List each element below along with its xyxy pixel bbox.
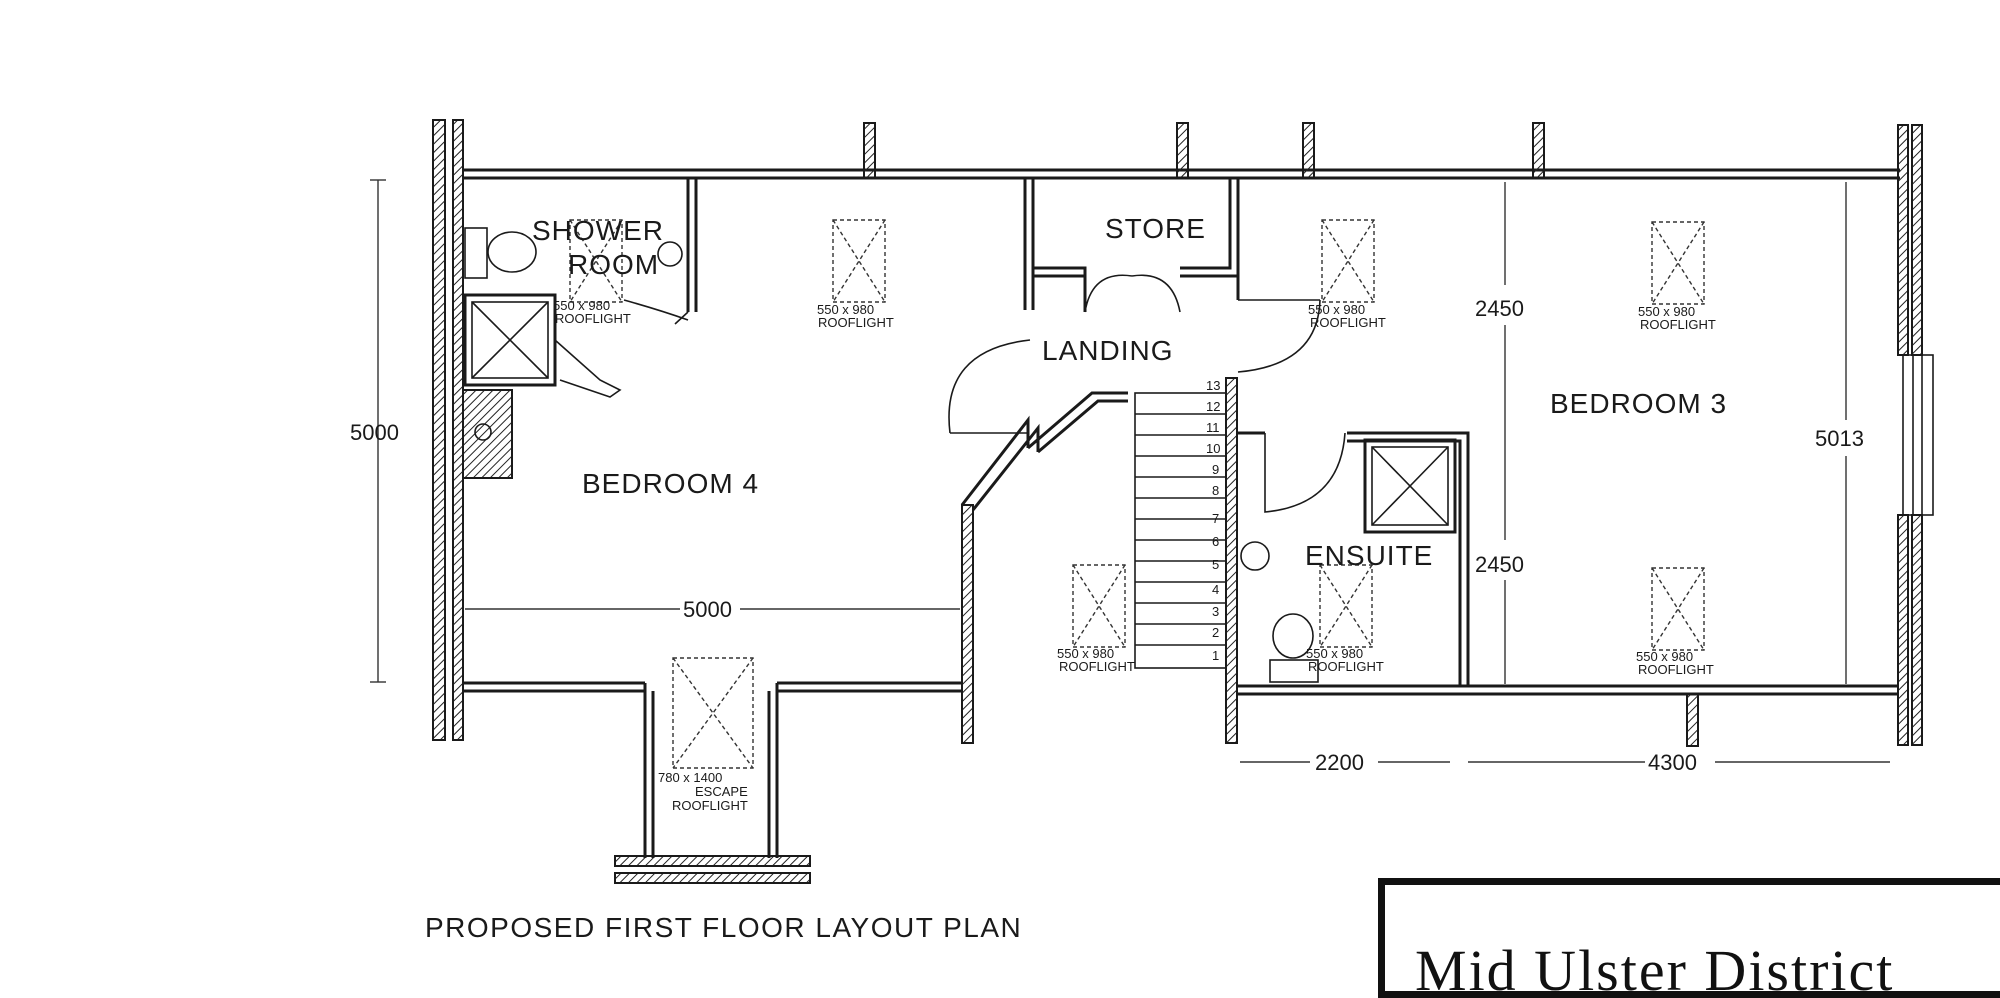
rooflight-ensuite: 550 x 980 ROOFLIGHT [1306, 564, 1384, 674]
dim-bedroom3-width: 4300 [1648, 750, 1697, 775]
svg-text:ROOFLIGHT: ROOFLIGHT [1059, 659, 1135, 674]
doors [623, 274, 1346, 513]
dim-ensuite-width: 2200 [1315, 750, 1364, 775]
svg-text:ROOFLIGHT: ROOFLIGHT [1310, 315, 1386, 330]
rooflights: 550 x 980 ROOFLIGHT 550 x 980 ROOFLIGHT … [553, 219, 1716, 813]
svg-text:780 x 1400: 780 x 1400 [658, 770, 722, 785]
room-label-shower: SHOWER [532, 215, 664, 246]
svg-text:ROOFLIGHT: ROOFLIGHT [672, 798, 748, 813]
svg-text:ROOFLIGHT: ROOFLIGHT [1640, 317, 1716, 332]
room-labels: SHOWER ROOM STORE LANDING BEDROOM 4 BEDR… [532, 213, 1727, 571]
ensuite-wc-icon [1269, 613, 1319, 683]
ensuite-basin-icon [1240, 541, 1270, 571]
shower-tray-icon [463, 293, 557, 387]
svg-text:550 x 980: 550 x 980 [1057, 646, 1114, 661]
svg-text:ROOFLIGHT: ROOFLIGHT [818, 315, 894, 330]
rooflight-escape: 780 x 1400 ESCAPE ROOFLIGHT [658, 657, 754, 813]
room-label-ensuite: ENSUITE [1305, 540, 1433, 571]
room-label-landing: LANDING [1042, 335, 1173, 366]
dim-bedroom3-upper: 2450 [1475, 296, 1524, 321]
stair-step-9: 9 [1212, 462, 1219, 477]
svg-text:ESCAPE: ESCAPE [695, 784, 748, 799]
outer-walls [432, 119, 1934, 884]
room-label-bedroom4: BEDROOM 4 [582, 468, 759, 499]
stair-step-3: 3 [1212, 604, 1219, 619]
svg-text:550 x 980: 550 x 980 [817, 302, 874, 317]
room-label-store: STORE [1105, 213, 1206, 244]
rooflight-bedroom3-top: 550 x 980 ROOFLIGHT [1638, 221, 1716, 332]
svg-text:550 x 980: 550 x 980 [1308, 302, 1365, 317]
rooflight-stairs: 550 x 980 ROOFLIGHT [1057, 564, 1135, 674]
stair-step-6: 6 [1212, 534, 1219, 549]
plan-title: PROPOSED FIRST FLOOR LAYOUT PLAN [425, 912, 1022, 943]
stair-step-12: 12 [1206, 399, 1220, 414]
wc-cistern-icon [464, 227, 488, 279]
council-name: Mid Ulster District [1415, 938, 1895, 998]
svg-text:ROOFLIGHT: ROOFLIGHT [555, 311, 631, 326]
interior-walls [686, 178, 1470, 744]
svg-text:ROOFLIGHT: ROOFLIGHT [1308, 659, 1384, 674]
rooflight-bedroom3-bottom: 550 x 980 ROOFLIGHT [1636, 567, 1714, 677]
svg-text:ROOFLIGHT: ROOFLIGHT [1638, 662, 1714, 677]
room-label-shower-2: ROOM [568, 249, 659, 280]
staircase: 13 12 11 10 9 8 7 6 5 4 3 2 1 [1134, 378, 1227, 669]
wc-bowl-icon [487, 231, 537, 273]
dim-bedroom4-width: 5000 [683, 597, 732, 622]
stair-step-13: 13 [1206, 378, 1220, 393]
stair-step-11: 11 [1206, 420, 1220, 435]
dim-left-height: 5000 [350, 420, 399, 445]
svg-text:550 x 980: 550 x 980 [1636, 649, 1693, 664]
council-title-block: Mid Ulster District [1378, 878, 2000, 998]
dimension-lines: 5000 5000 2200 4300 2450 2450 5013 [350, 179, 1890, 775]
stair-step-10: 10 [1206, 441, 1220, 456]
fixtures [462, 227, 1457, 683]
stair-step-2: 2 [1212, 625, 1219, 640]
svg-text:550 x 980: 550 x 980 [1306, 646, 1363, 661]
rooflight-bedroom4: 550 x 980 ROOFLIGHT [817, 219, 894, 330]
floor-plan: 13 12 11 10 9 8 7 6 5 4 3 2 1 [350, 119, 1934, 943]
svg-text:550 x 980: 550 x 980 [1638, 304, 1695, 319]
stair-step-5: 5 [1212, 557, 1219, 572]
rooflight-landing: 550 x 980 ROOFLIGHT [1308, 219, 1386, 330]
stair-step-8: 8 [1212, 483, 1219, 498]
stair-step-4: 4 [1212, 582, 1219, 597]
ensuite-shower-icon [1363, 438, 1457, 534]
dim-bedroom3-lower: 2450 [1475, 552, 1524, 577]
room-label-bedroom3: BEDROOM 3 [1550, 388, 1727, 419]
stair-step-7: 7 [1212, 511, 1219, 526]
basin-icon [657, 241, 683, 267]
dim-bedroom3-height: 5013 [1815, 426, 1864, 451]
svg-text:550 x 980: 550 x 980 [553, 298, 610, 313]
rooflight-shower: 550 x 980 ROOFLIGHT [553, 219, 631, 326]
stair-step-1: 1 [1212, 648, 1219, 663]
